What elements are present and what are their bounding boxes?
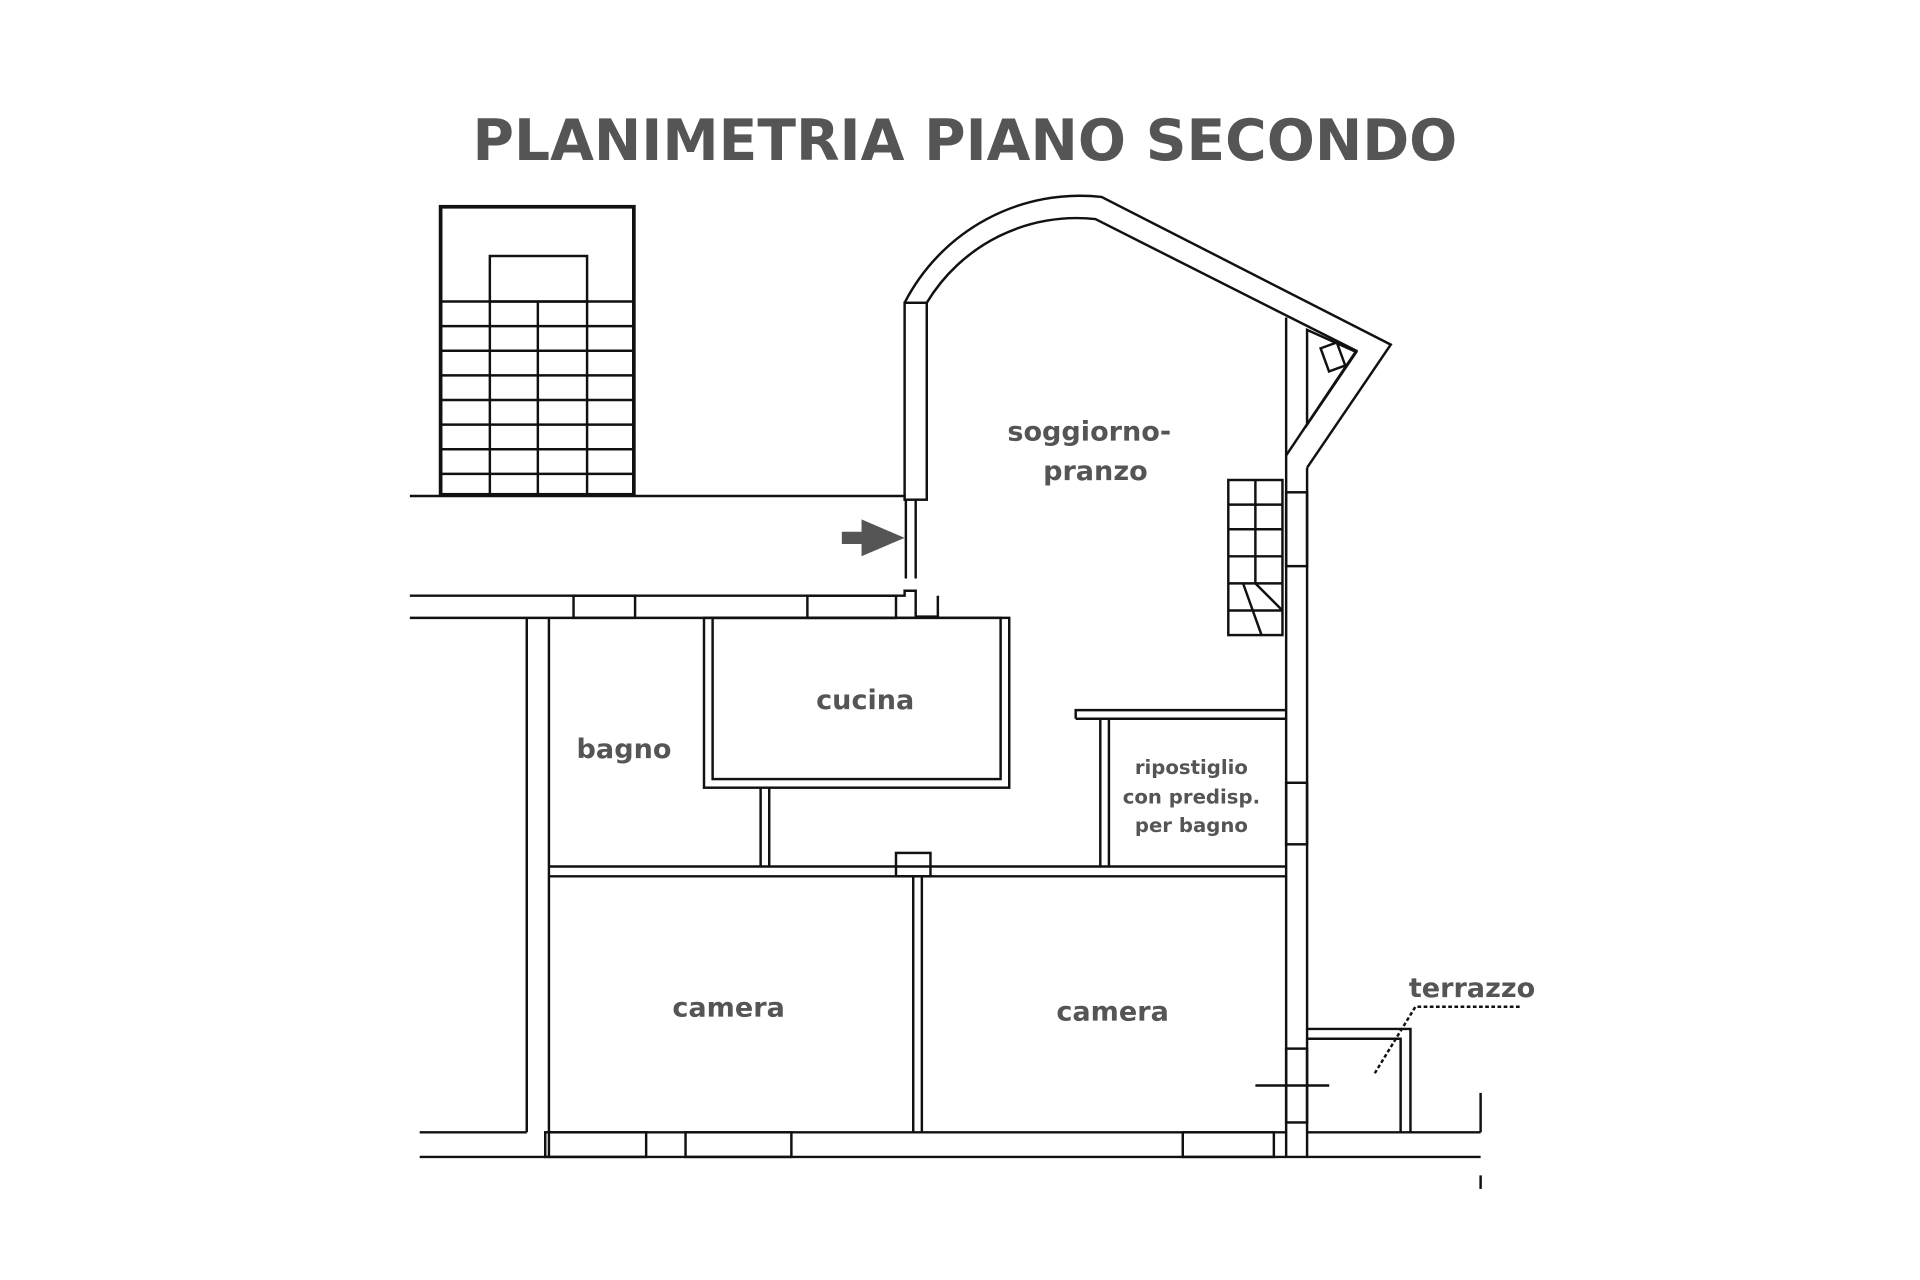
- room-label-terrazzo: terrazzo: [1409, 973, 1535, 1004]
- corridor-walls: [409, 494, 940, 620]
- room-label-camera-left: camera: [672, 993, 784, 1024]
- room-label-bagno: bagno: [577, 734, 672, 765]
- plan-title: PLANIMETRIA PIANO SECONDO: [473, 108, 1458, 174]
- inner-walls: [419, 594, 1481, 1159]
- living-walls: [903, 194, 1393, 1157]
- room-label-soggiorno-2: pranzo: [1043, 456, 1148, 487]
- room-label-ripostiglio-3: per bagno: [1135, 814, 1248, 837]
- room-label-ripostiglio-2: con predisp.: [1123, 786, 1260, 809]
- room-label-soggiorno-1: soggiorno-: [1007, 417, 1171, 448]
- room-label-ripostiglio-1: ripostiglio: [1135, 756, 1248, 779]
- terrace: [1307, 1005, 1520, 1189]
- arrow-right-icon: [841, 519, 905, 557]
- stairwell: [438, 204, 636, 497]
- room-label-cucina: cucina: [816, 685, 914, 716]
- room-label-camera-right: camera: [1056, 996, 1168, 1027]
